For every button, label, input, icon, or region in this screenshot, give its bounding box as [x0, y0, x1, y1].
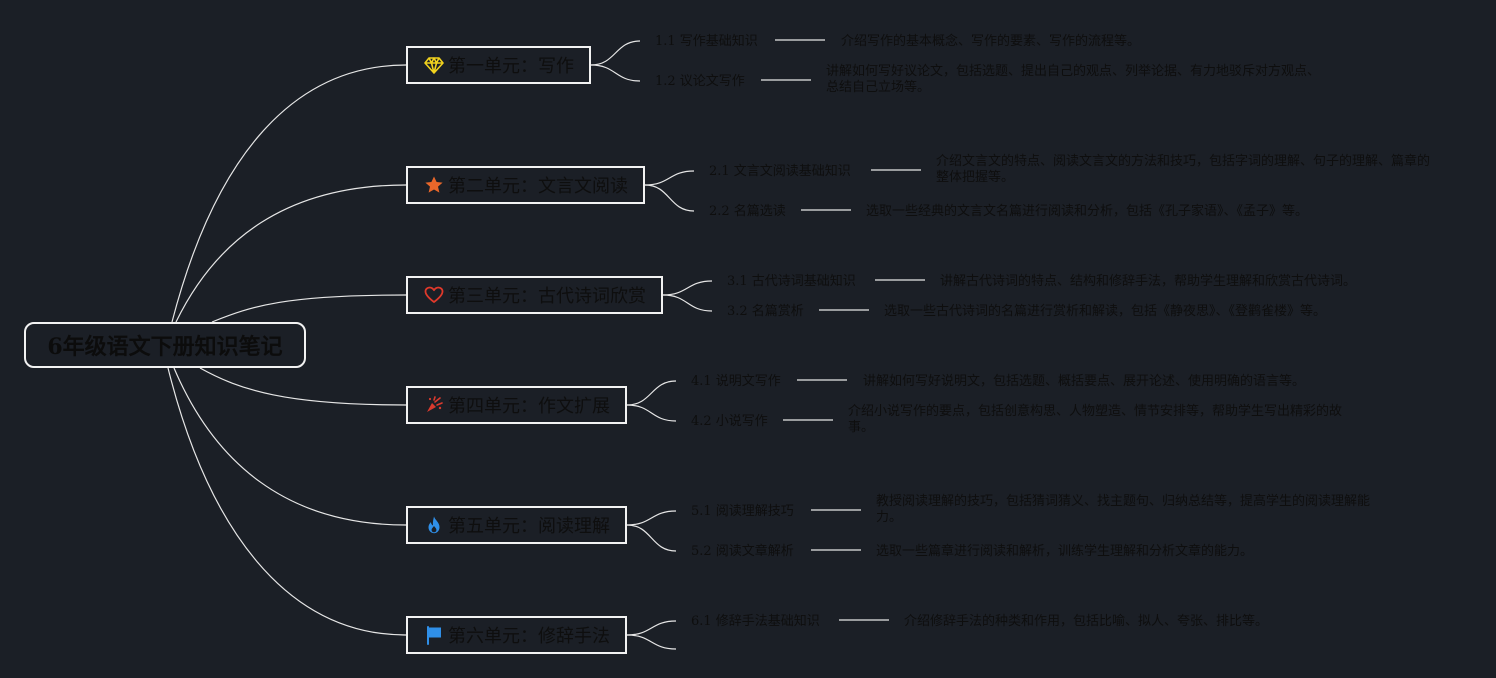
root-connector-curve [175, 184, 407, 323]
topic-label[interactable]: 2.1 文言文阅读基础知识 [709, 164, 851, 179]
topic-label[interactable]: 3.1 古代诗词基础知识 [727, 274, 856, 289]
unit-connector-curve [644, 184, 695, 212]
topic-description: 介绍小说写作的要点，包括创意构思、人物塑造、情节安排等，帮助学生写出精彩的故事。 [848, 404, 1343, 435]
unit-label: 第五单元：阅读理解 [448, 516, 610, 537]
root-connector-curve [211, 294, 407, 323]
unit-connector-curve [662, 294, 713, 312]
unit-label: 第六单元：修辞手法 [448, 626, 610, 647]
topic-description: 教授阅读理解的技巧，包括猜词猜义、找主题句、归纳总结等，提高学生的阅读理解能力。 [876, 494, 1371, 525]
topic-label[interactable]: 4.1 说明文写作 [691, 374, 781, 389]
topic-label[interactable]: 1.2 议论文写作 [655, 74, 745, 89]
unit-ancient-poetry[interactable]: 第三单元：古代诗词欣赏 [406, 276, 663, 314]
topic-description: 介绍写作的基本概念、写作的要素、写作的流程等。 [841, 34, 1141, 49]
unit-classical-chinese[interactable]: 第二单元：文言文阅读 [406, 166, 645, 204]
unit-connector-curve [590, 64, 641, 82]
root-connector-curve [173, 367, 407, 526]
flag-icon [424, 625, 444, 645]
unit-connector-curve [626, 634, 677, 650]
unit-connector-curve [626, 404, 677, 422]
topic-label[interactable]: 1.1 写作基础知识 [655, 34, 758, 49]
root-connector-curve [167, 367, 407, 636]
unit-label: 第三单元：古代诗词欣赏 [448, 286, 646, 307]
unit-connector-curve [662, 280, 713, 296]
topic-label[interactable]: 4.2 小说写作 [691, 414, 768, 429]
topic-label[interactable]: 3.2 名篇赏析 [727, 304, 804, 319]
heart-icon [424, 285, 444, 305]
star-icon [424, 175, 444, 195]
unit-connector-curve [590, 40, 641, 66]
unit-connector-curve [644, 170, 695, 186]
root-connector-curve [171, 64, 407, 323]
root-connector-curve [199, 367, 407, 406]
topic-label[interactable]: 5.2 阅读文章解析 [691, 544, 794, 559]
topic-description: 讲解如何写好说明文，包括选题、概括要点、展开论述、使用明确的语言等。 [863, 374, 1306, 389]
topic-label[interactable]: 5.1 阅读理解技巧 [691, 504, 794, 519]
unit-label: 第二单元：文言文阅读 [448, 176, 628, 197]
topic-description: 选取一些经典的文言文名篇进行阅读和分析，包括《孔子家语》、《孟子》等。 [866, 204, 1309, 219]
topic-description: 介绍修辞手法的种类和作用，包括比喻、拟人、夸张、排比等。 [904, 614, 1269, 629]
topic-description: 介绍文言文的特点、阅读文言文的方法和技巧，包括字词的理解、句子的理解、篇章的整体… [936, 154, 1431, 185]
topic-description: 选取一些篇章进行阅读和解析，训练学生理解和分析文章的能力。 [876, 544, 1254, 559]
topic-label[interactable]: 2.2 名篇选读 [709, 204, 786, 219]
topic-description: 讲解如何写好议论文，包括选题、提出自己的观点、列举论据、有力地驳斥对方观点、总结… [826, 64, 1321, 95]
root-title: 6年级语文下册知识笔记 [47, 334, 283, 360]
topic-description: 讲解古代诗词的特点、结构和修辞手法，帮助学生理解和欣赏古代诗词。 [940, 274, 1357, 289]
unit-connector-curve [626, 524, 677, 552]
unit-label: 第四单元：作文扩展 [448, 396, 610, 417]
unit-rhetoric[interactable]: 第六单元：修辞手法 [406, 616, 627, 654]
root-topic[interactable]: 6年级语文下册知识笔记 [24, 322, 306, 368]
party-popper-icon [424, 395, 444, 415]
flame-icon [424, 515, 444, 535]
unit-connector-curve [626, 620, 677, 636]
unit-label: 第一单元：写作 [448, 56, 574, 77]
unit-writing[interactable]: 第一单元：写作 [406, 46, 591, 84]
unit-connector-curve [626, 380, 677, 406]
topic-description: 选取一些古代诗词的名篇进行赏析和解读，包括《静夜思》、《登鹳雀楼》等。 [884, 304, 1327, 319]
diamond-icon [424, 55, 444, 75]
unit-connector-curve [626, 510, 677, 526]
unit-reading-comprehension[interactable]: 第五单元：阅读理解 [406, 506, 627, 544]
unit-composition-extension[interactable]: 第四单元：作文扩展 [406, 386, 627, 424]
topic-label[interactable]: 6.1 修辞手法基础知识 [691, 614, 820, 629]
